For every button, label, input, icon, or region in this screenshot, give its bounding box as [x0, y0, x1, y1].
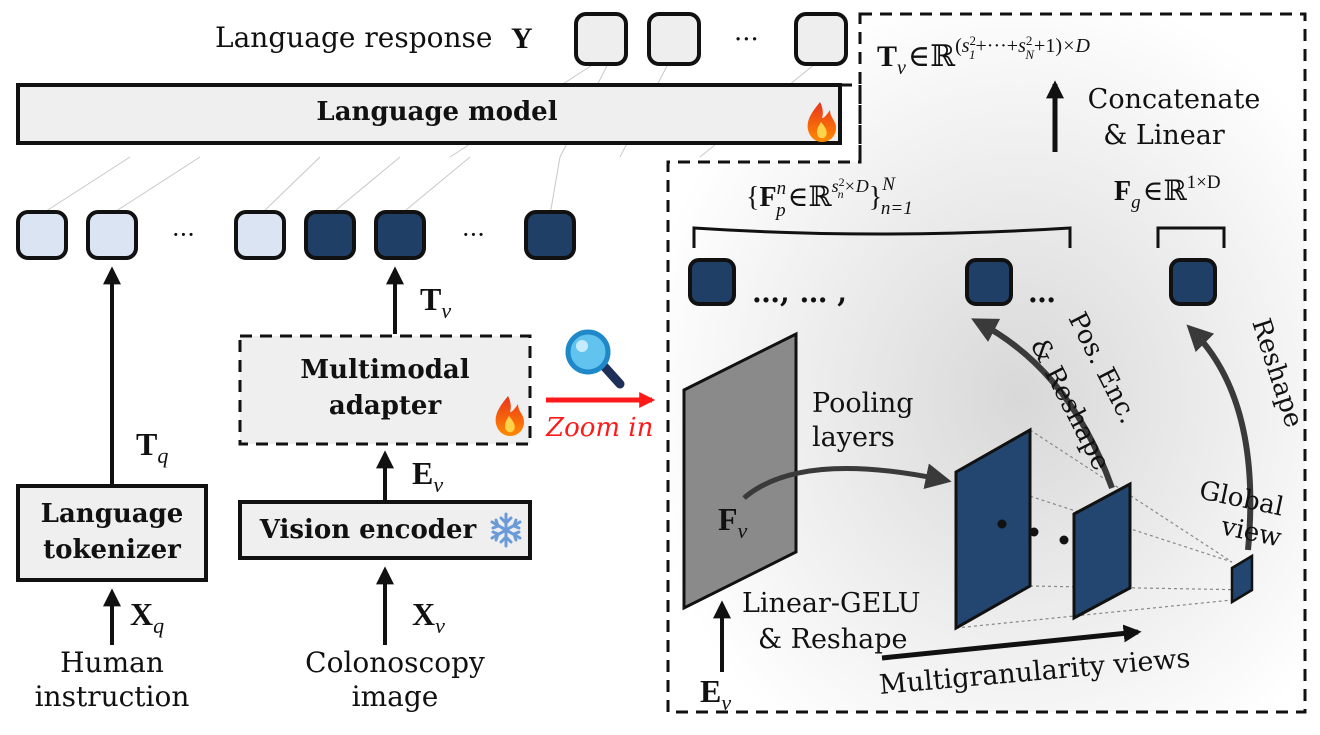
- tv-symbol: Tv: [420, 281, 451, 323]
- fire-icon: [807, 102, 836, 142]
- zoom-in-indicator: Zoom in: [545, 329, 656, 443]
- feature-map-plane: [682, 331, 798, 611]
- pooling-arrow: [742, 463, 952, 500]
- tq-symbol: Tq: [136, 426, 168, 468]
- vision-encoder-label: Vision encoder: [259, 515, 477, 545]
- granularity-dot: [1059, 535, 1069, 545]
- visual-token: [304, 210, 356, 260]
- granularity-dot: [997, 519, 1007, 529]
- text-token: [16, 210, 68, 260]
- reshape-arrow: [1186, 324, 1254, 551]
- human-instruction-label: Human: [60, 646, 164, 679]
- ev-input-symbol: Ev: [700, 673, 731, 715]
- fg-formula: Fg∈ℝ1×D: [1114, 172, 1221, 213]
- xq-symbol: Xq: [130, 596, 164, 638]
- multimodal-adapter-box: [238, 334, 532, 446]
- concat-label: & Linear: [1103, 120, 1225, 151]
- pooling-label: layers: [812, 422, 895, 453]
- token-ellipsis: ···: [462, 221, 485, 249]
- response-token: [794, 12, 848, 66]
- language-model-dashed-outline: [840, 83, 862, 162]
- patch-tokens-ellipsis: …, … ,: [752, 276, 847, 309]
- visual-token: [524, 210, 576, 260]
- language-branch: Tq Language tokenizer Xq Human instructi…: [16, 266, 208, 713]
- response-token: [647, 12, 701, 66]
- language-response-row: Language response Y ···: [215, 12, 848, 66]
- colonoscopy-image-label: Colonoscopy: [305, 646, 485, 679]
- granularity-dot: [1029, 527, 1039, 537]
- language-tokenizer-label: Language: [41, 499, 184, 529]
- response-token: [574, 12, 628, 66]
- patch-tokens-ellipsis-end: …: [1028, 276, 1056, 309]
- token-ellipsis: ···: [172, 221, 195, 249]
- language-model-label: Language model: [316, 97, 557, 127]
- granularity-plane-large: [954, 427, 1032, 631]
- pooling-label: Pooling: [812, 388, 914, 419]
- vision-branch: Tv Multimodal adapter Ev Vision encoder …: [238, 266, 532, 713]
- pos-enc-arrow: [971, 318, 1115, 490]
- zoom-in-label: Zoom in: [545, 413, 653, 443]
- linear-gelu-label: Linear-GELU: [742, 588, 921, 619]
- language-tokenizer-label: tokenizer: [43, 535, 181, 565]
- xv-symbol: Xv: [412, 596, 445, 638]
- multigranularity-arrow: [881, 624, 1142, 661]
- language-response-symbol: Y: [511, 22, 533, 55]
- global-token: [1169, 258, 1217, 306]
- fire-icon: [495, 396, 524, 436]
- language-model-block: Language model: [16, 83, 842, 145]
- granularity-plane-medium: [1072, 481, 1132, 621]
- text-token: [234, 210, 286, 260]
- visual-token: [374, 210, 426, 260]
- token-row: ··· ···: [16, 210, 576, 260]
- concat-label: Concatenate: [1088, 84, 1261, 115]
- linear-gelu-label: & Reshape: [758, 624, 908, 655]
- patch-brace: [692, 226, 1072, 248]
- language-tokenizer-box: [16, 484, 208, 582]
- text-token: [86, 210, 138, 260]
- multimodal-adapter-label: Multimodal: [300, 355, 469, 385]
- language-response-label: Language response: [215, 21, 492, 54]
- language-model-box: [16, 83, 842, 145]
- vision-encoder-box: [238, 500, 532, 560]
- global-brace: [1156, 226, 1226, 248]
- human-instruction-label: instruction: [35, 680, 190, 713]
- ev-symbol: Ev: [412, 455, 443, 497]
- patch-token: [688, 258, 736, 306]
- patch-token: [965, 258, 1013, 306]
- zoom-panel-border: [666, 12, 1307, 714]
- response-ellipsis: ···: [734, 25, 759, 55]
- magnifier-icon: [565, 329, 625, 389]
- fv-symbol: Fv: [718, 501, 748, 543]
- colonoscopy-image-label: image: [352, 680, 439, 713]
- multimodal-adapter-label: adapter: [329, 391, 442, 421]
- granularity-plane-global: [1230, 553, 1254, 605]
- snowflake-icon: [490, 512, 522, 548]
